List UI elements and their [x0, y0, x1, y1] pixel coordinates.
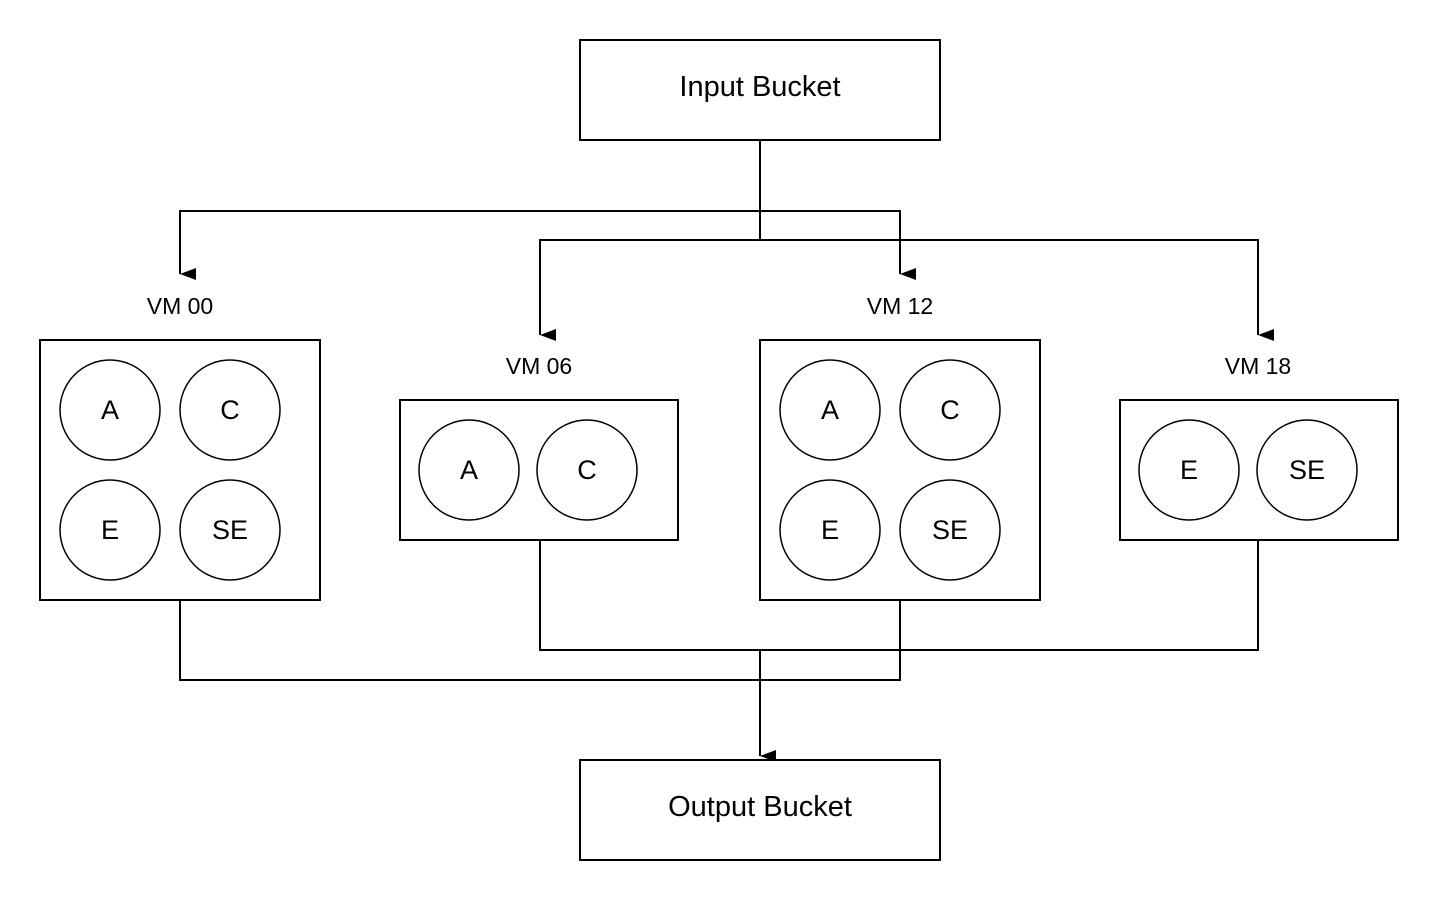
output-connectors [179, 540, 1259, 762]
input-bucket-label: Input Bucket [679, 71, 840, 103]
worker-label: E [1180, 455, 1198, 485]
worker-circle [1138, 419, 1240, 521]
vm-12-label: VM 12 [867, 293, 933, 319]
worker-node: A [779, 359, 881, 461]
worker-node: C [179, 359, 281, 461]
worker-label: A [460, 455, 478, 485]
worker-label: C [940, 395, 960, 425]
input-bucket-box [579, 39, 941, 141]
worker-node: A [59, 359, 161, 461]
worker-node: SE [179, 479, 281, 581]
line-from-vm-12 [760, 600, 901, 681]
worker-circle [779, 479, 881, 581]
input-connectors [179, 140, 1274, 341]
worker-circle [899, 479, 1001, 581]
vm-18-label: VM 18 [1225, 353, 1291, 379]
worker-circle [899, 359, 1001, 461]
output-bucket: Output Bucket [579, 759, 941, 861]
worker-node: A [418, 419, 520, 521]
vm-00-label: VM 00 [147, 293, 213, 319]
arrow-to-vm-06 [539, 239, 760, 341]
line-from-vm-00 [179, 600, 760, 681]
worker-circle [59, 479, 161, 581]
worker-label: SE [1289, 455, 1325, 485]
worker-node: E [1138, 419, 1240, 521]
worker-label: A [101, 395, 119, 425]
worker-node: E [59, 479, 161, 581]
worker-circle [418, 419, 520, 521]
worker-circle [59, 359, 161, 461]
vm-12: VM 12 A C E SE [759, 293, 1041, 601]
output-bucket-label: Output Bucket [668, 791, 852, 823]
worker-circle [536, 419, 638, 521]
worker-circle [779, 359, 881, 461]
vm-06: VM 06 A C [399, 353, 679, 541]
worker-label: C [577, 455, 597, 485]
worker-circle [1256, 419, 1358, 521]
worker-circle [179, 479, 281, 581]
worker-label: A [821, 395, 839, 425]
worker-node: SE [1256, 419, 1358, 521]
worker-node: C [899, 359, 1001, 461]
worker-node: SE [899, 479, 1001, 581]
vm-00: VM 00 A C E SE [39, 293, 321, 601]
worker-label: C [220, 395, 240, 425]
worker-label: SE [212, 515, 248, 545]
worker-label: SE [932, 515, 968, 545]
worker-label: E [821, 515, 839, 545]
line-from-vm-06 [539, 540, 760, 651]
arrow-to-vm-00 [179, 210, 760, 280]
worker-node: E [779, 479, 881, 581]
vm-06-label: VM 06 [506, 353, 572, 379]
worker-node: C [536, 419, 638, 521]
line-from-vm-18 [760, 540, 1259, 651]
input-bucket: Input Bucket [579, 39, 941, 141]
output-bucket-box [579, 759, 941, 861]
arrow-to-vm-18 [760, 239, 1274, 341]
vm-18: VM 18 E SE [1119, 353, 1399, 541]
arrow-to-vm-12 [760, 210, 916, 280]
worker-label: E [101, 515, 119, 545]
worker-circle [179, 359, 281, 461]
